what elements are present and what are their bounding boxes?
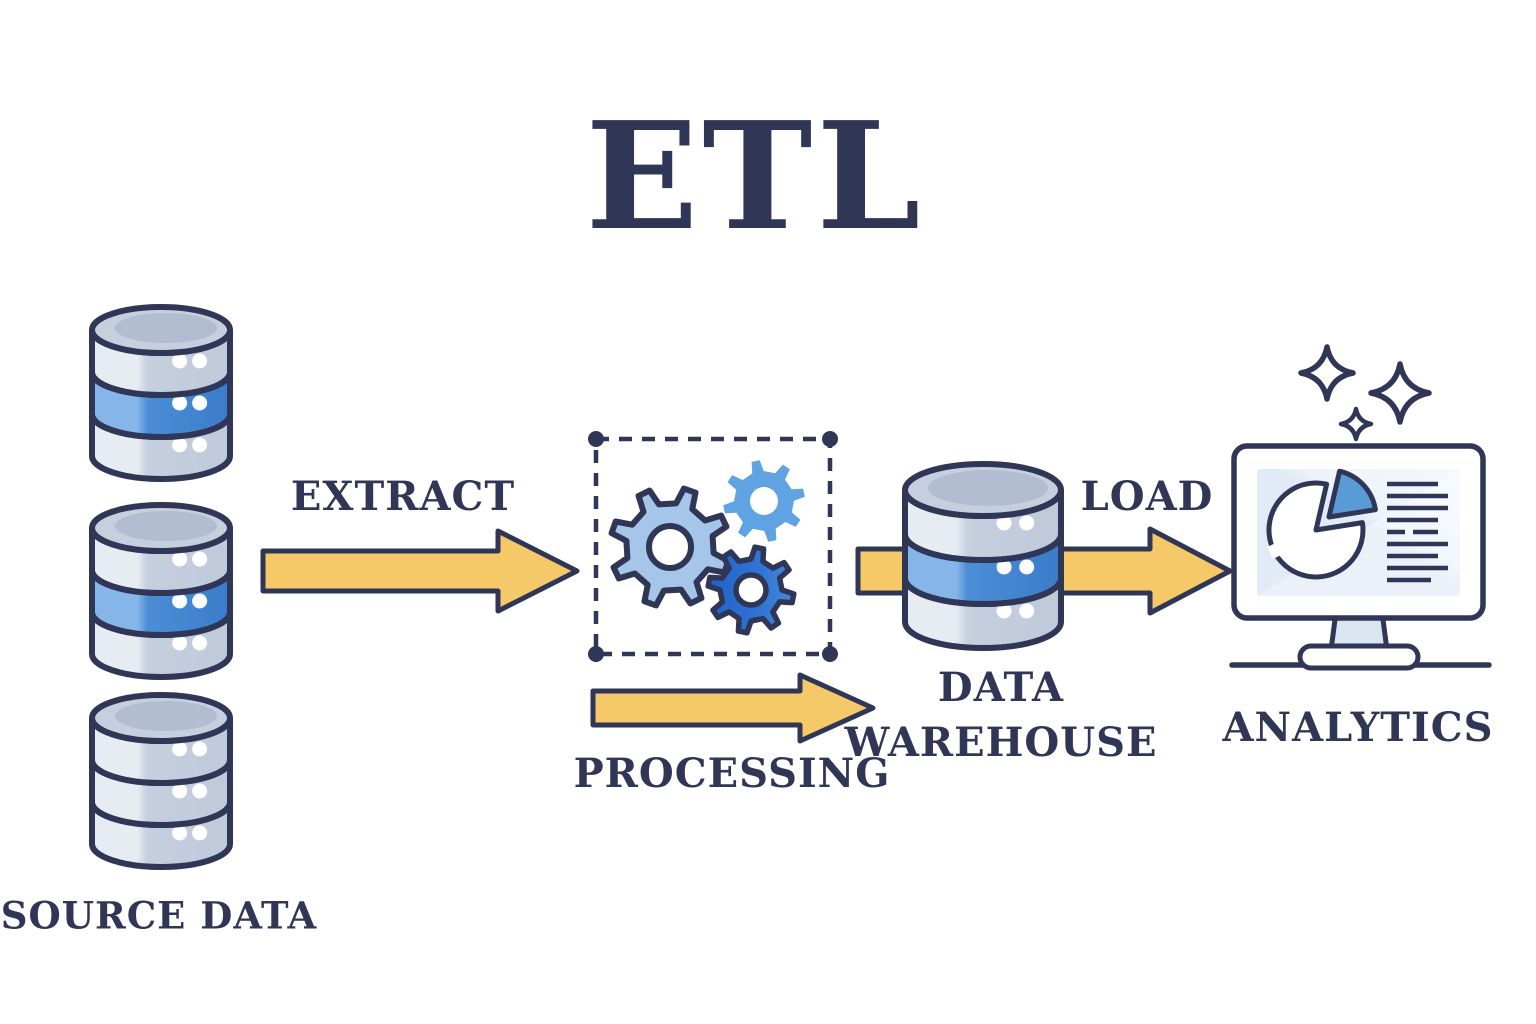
db-top-inner: [115, 701, 217, 731]
db-dot: [996, 603, 1012, 619]
source-database-stack-icon-2: [89, 502, 233, 680]
sparkle-icon-small: [1338, 406, 1374, 442]
db-top-inner: [115, 313, 217, 343]
analytics-monitor-icon: [1229, 344, 1492, 671]
db-dot: [192, 741, 208, 757]
gear-hole: [646, 523, 694, 571]
data-warehouse-label-line1: DATA: [937, 664, 1065, 711]
db-dot: [996, 559, 1012, 575]
pie-outline-gap: [1267, 543, 1282, 559]
db-dot: [1019, 603, 1035, 619]
db-dot: [192, 783, 208, 799]
gear-hole: [733, 572, 769, 608]
db-dot: [192, 395, 208, 411]
db-dot: [172, 825, 188, 841]
sparkle-icon-large: [1298, 344, 1356, 402]
db-dot: [172, 741, 188, 757]
processing-box: [588, 431, 838, 662]
extract-label: EXTRACT: [290, 473, 516, 520]
pie-body: [1266, 480, 1366, 580]
gear-hole: [750, 487, 778, 515]
db-dot: [192, 551, 208, 567]
dashed-border: [593, 436, 833, 657]
corner-dot: [822, 646, 838, 662]
source-data-label: SOURCE DATA: [0, 893, 318, 938]
db-dot: [1019, 515, 1035, 531]
db-top-inner: [928, 470, 1048, 506]
source-database-stack-icon-3: [89, 692, 233, 870]
data-warehouse-database-icon: [902, 461, 1064, 651]
processing-label: PROCESSING: [573, 750, 891, 797]
db-dot: [1019, 559, 1035, 575]
sparkle-icon-medium: [1368, 361, 1432, 425]
diagram-title: ETL: [585, 89, 925, 263]
db-dot: [172, 783, 188, 799]
corner-dot: [588, 431, 604, 447]
processing-arrow-right-icon: [590, 672, 876, 744]
db-dot: [996, 515, 1012, 531]
load-label: LOAD: [1080, 473, 1214, 520]
source-database-stack-icon-1: [89, 304, 233, 482]
db-dot: [192, 437, 208, 453]
screen-text-lines-icon: [1387, 481, 1448, 583]
db-dot: [172, 395, 188, 411]
db-dot: [192, 825, 208, 841]
data-warehouse-label-line2: WAREHOUSE: [844, 719, 1158, 766]
db-dot: [192, 635, 208, 651]
monitor-base: [1297, 643, 1421, 671]
db-dot: [172, 593, 188, 609]
db-dot: [172, 635, 188, 651]
pie-chart-icon: [1266, 468, 1378, 580]
extract-arrow-right-icon: [260, 528, 580, 614]
db-top-inner: [115, 511, 217, 541]
analytics-label: ANALYTICS: [1222, 704, 1494, 751]
corner-dot: [822, 431, 838, 447]
db-dot: [172, 551, 188, 567]
db-dot: [172, 437, 188, 453]
corner-dot: [588, 646, 604, 662]
pie-slice: [1326, 468, 1378, 520]
db-dot: [192, 593, 208, 609]
db-dot: [172, 353, 188, 369]
db-dot: [192, 353, 208, 369]
